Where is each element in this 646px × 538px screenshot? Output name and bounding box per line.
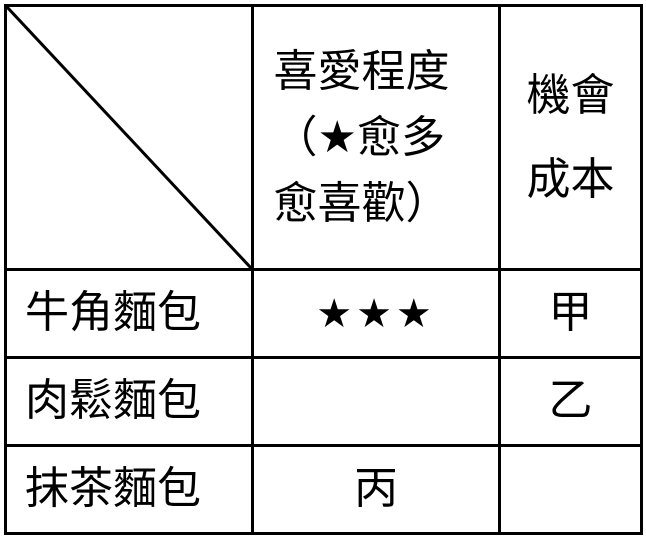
table-row: 牛角麵包 ★★★ 甲 [4,268,643,359]
header-opportunity-cost: 機會成本 [526,69,615,205]
diagonal-line [7,7,251,268]
table-row: 肉鬆麵包 乙 [4,356,643,447]
row-preference [251,356,501,447]
comparison-table-container: 喜愛程度（★愈多愈喜歡） 機會成本 牛角麵包 ★★★ 甲 肉鬆麵包 乙 抹茶麵包… [4,4,643,535]
row-cost: 甲 [498,268,643,359]
corner-cell [4,4,254,271]
row-label: 抹茶麵包 [4,444,254,535]
table-row: 抹茶麵包 丙 [4,444,643,535]
row-cost [498,444,643,535]
row-preference: ★★★ [251,268,501,359]
comparison-table: 喜愛程度（★愈多愈喜歡） 機會成本 牛角麵包 ★★★ 甲 肉鬆麵包 乙 抹茶麵包… [4,4,643,535]
row-cost: 乙 [498,356,643,447]
header-preference-cell: 喜愛程度（★愈多愈喜歡） [251,4,501,271]
row-label: 肉鬆麵包 [4,356,254,447]
row-preference: 丙 [251,444,501,535]
header-row: 喜愛程度（★愈多愈喜歡） 機會成本 [4,4,643,271]
header-preference: 喜愛程度（★愈多愈喜歡） [273,45,450,229]
header-cost-cell: 機會成本 [498,4,643,271]
row-label: 牛角麵包 [4,268,254,359]
